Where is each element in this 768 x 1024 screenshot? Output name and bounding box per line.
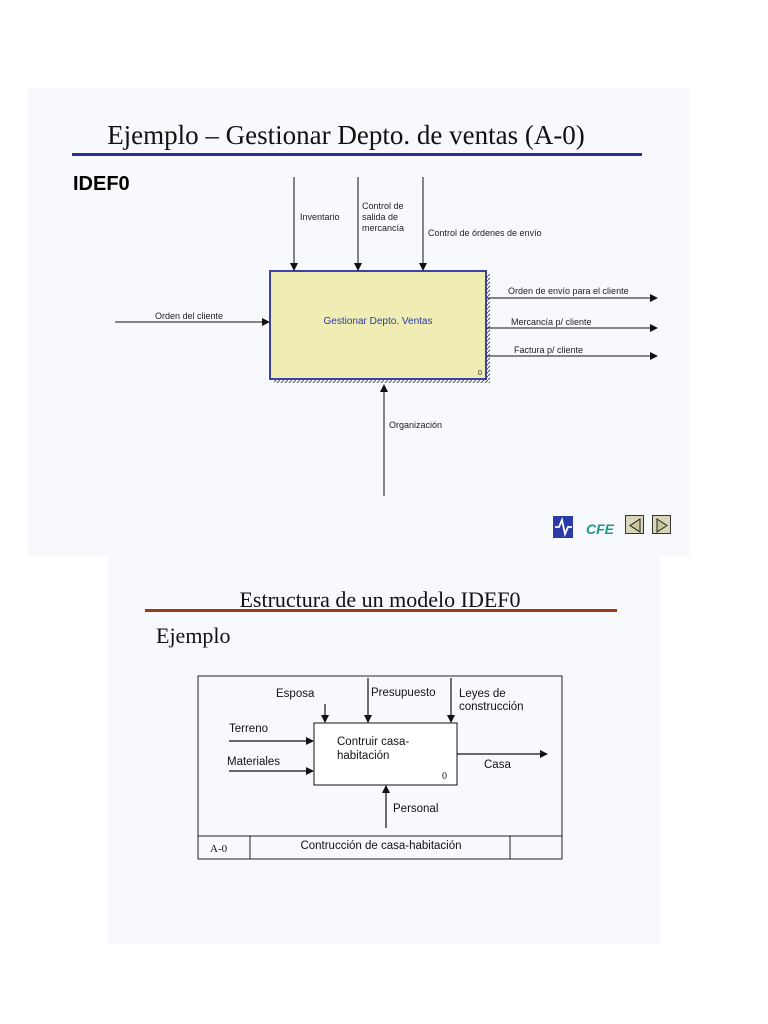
output-label-1: Orden de envío para el cliente (508, 286, 629, 296)
slide-1-title-rule (72, 153, 642, 156)
slide-1-subtitle: IDEF0 (73, 173, 130, 195)
control-label-leyes-1: Leyes de (459, 688, 506, 700)
function-box-label: Gestionar Depto. Ventas (324, 316, 433, 327)
house-box-label-2: habitación (337, 750, 389, 762)
control-label-salida-2: salida de (362, 212, 398, 222)
input-label-terreno: Terreno (229, 723, 268, 735)
footer-title: Contrucción de casa-habitación (300, 840, 461, 852)
output-label-casa: Casa (484, 759, 511, 771)
previous-slide-button[interactable] (625, 515, 644, 534)
output-label-3: Factura p/ cliente (514, 345, 583, 355)
house-box-number: 0 (442, 771, 447, 782)
control-label-presupuesto: Presupuesto (371, 687, 436, 699)
slide-1-title: Ejemplo – Gestionar Depto. de ventas (A-… (107, 120, 585, 150)
control-label-ordenes: Control de órdenes de envío (428, 228, 542, 238)
control-label-esposa: Esposa (276, 688, 315, 700)
footer-node: A-0 (210, 843, 228, 855)
mechanism-label: Organización (389, 420, 442, 430)
triangle-right-icon (656, 518, 668, 533)
control-label-leyes-2: construcción (459, 701, 524, 713)
cfe-logo-mark (553, 516, 573, 538)
slide-2-title-rule (145, 609, 617, 612)
control-label-salida-3: mercancía (362, 223, 404, 233)
mechanism-label-personal: Personal (393, 803, 438, 815)
control-label-inventario: Inventario (300, 212, 340, 222)
slide-2-subtitle: Ejemplo (156, 623, 231, 648)
house-box-label-1: Contruir casa- (337, 736, 409, 748)
function-box (269, 270, 487, 380)
output-label-2: Mercancía p/ cliente (511, 317, 592, 327)
input-label-materiales: Materiales (227, 756, 280, 768)
diagram-frame (197, 675, 563, 860)
next-slide-button[interactable] (652, 515, 671, 534)
input-label-orden: Orden del cliente (155, 311, 223, 321)
function-box-number: 0 (478, 370, 482, 377)
triangle-left-icon (629, 518, 641, 533)
control-label-salida-1: Control de (362, 201, 404, 211)
slide-2-title: Estructura de un modelo IDEF0 (239, 587, 521, 612)
cfe-logo-text: CFE (586, 521, 615, 537)
